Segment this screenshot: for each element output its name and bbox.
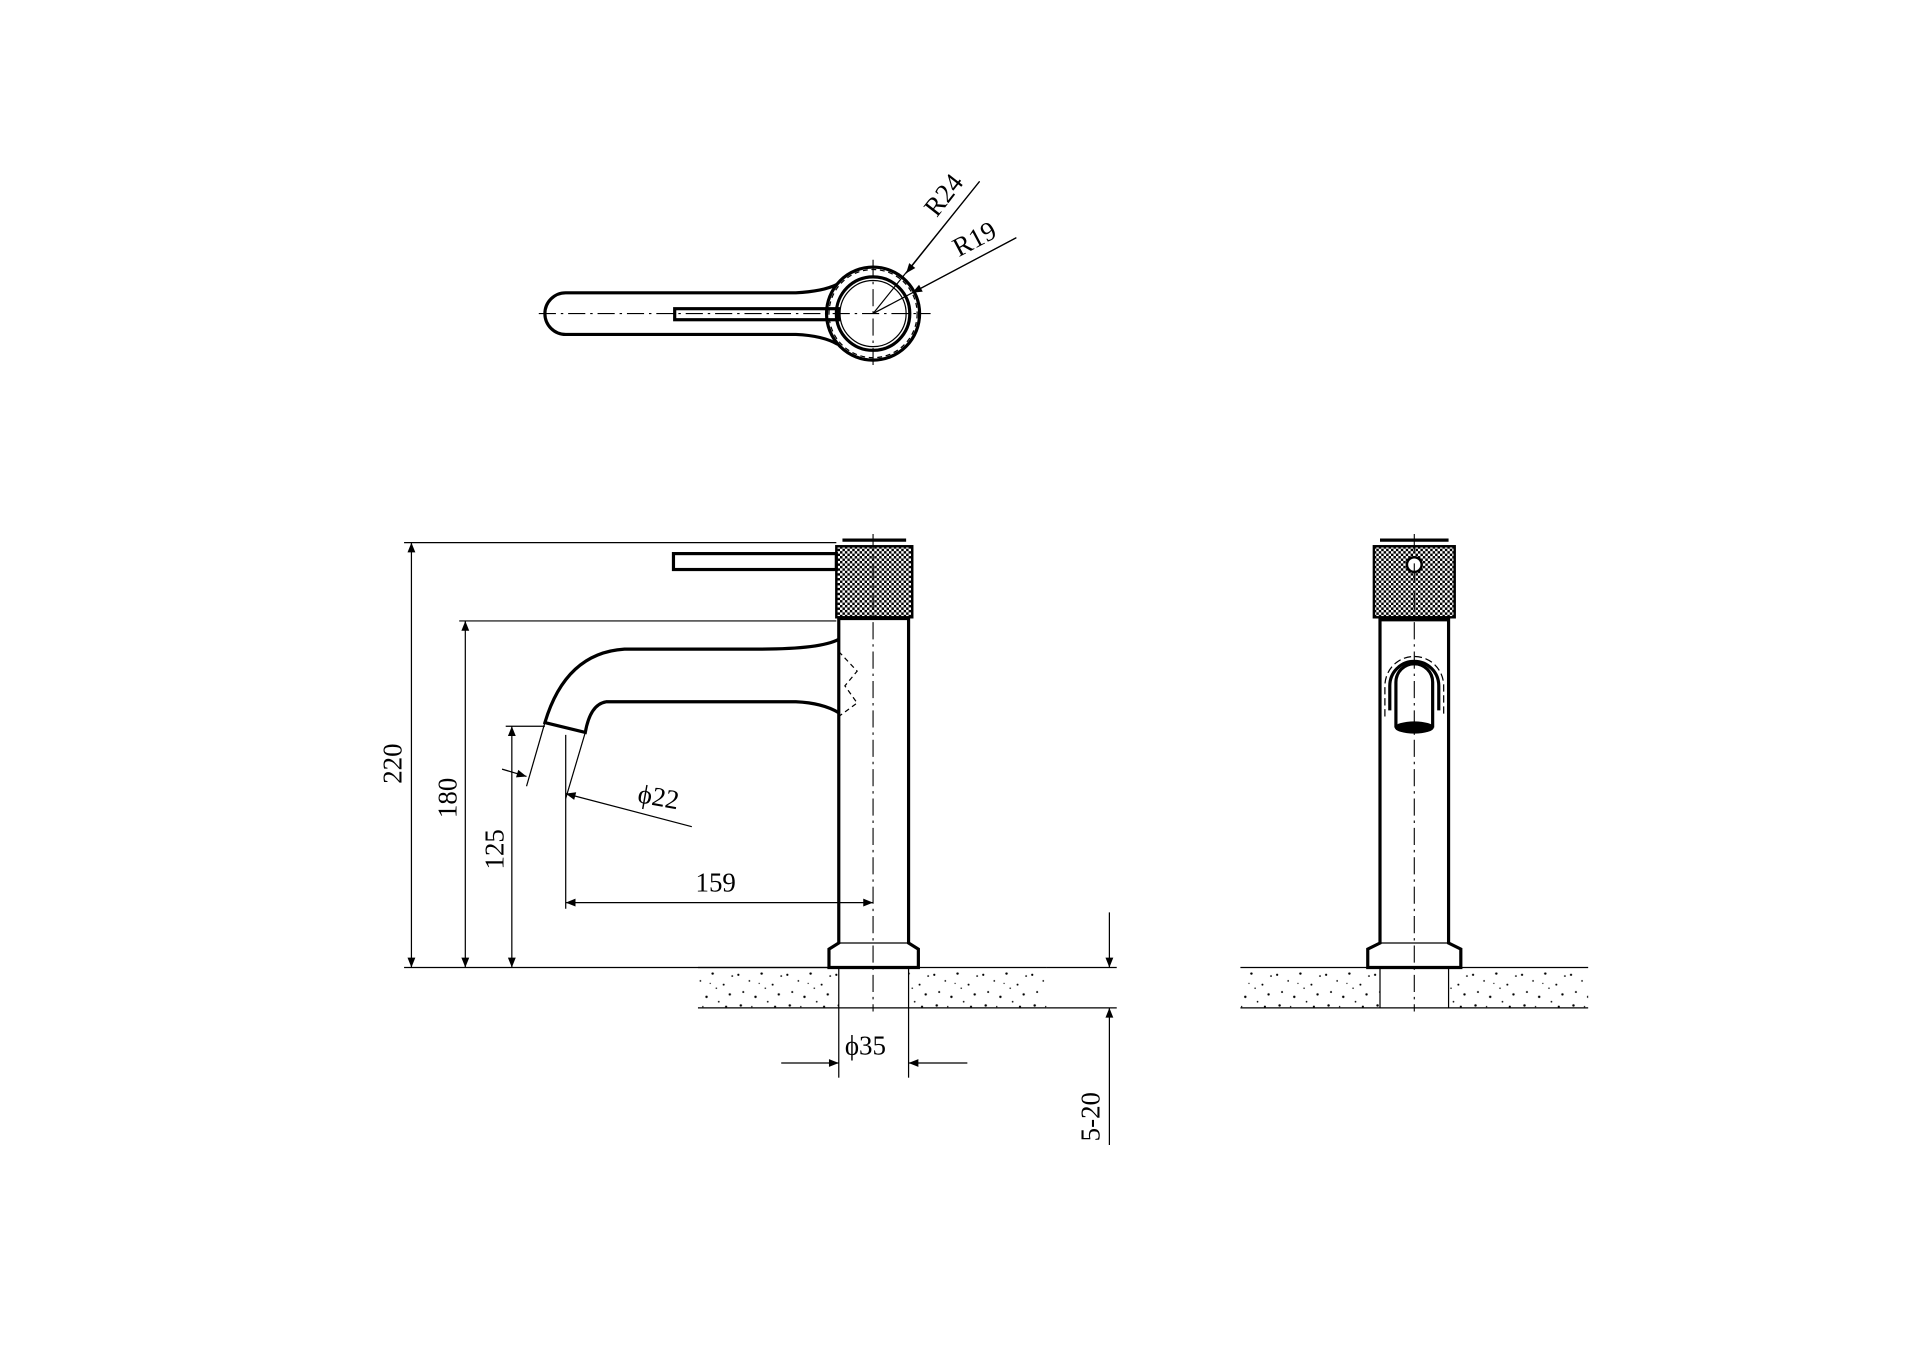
body-front (1366, 618, 1463, 970)
side-view: 220 180 125 ϕ22 159 ϕ35 5-20 (378, 534, 1117, 1146)
r24-arrow (905, 180, 981, 274)
lever-side (671, 552, 838, 572)
spout-outline (542, 637, 840, 735)
r19-arrow (911, 237, 1017, 294)
lever-slot (673, 307, 841, 322)
mounting-hole (838, 967, 909, 1008)
dim-35-label: ϕ35 (845, 1030, 886, 1060)
dim-159-label: 159 (696, 868, 736, 898)
r24-label: R24 (918, 168, 970, 222)
dim-5-20-label: 5-20 (1076, 1092, 1106, 1141)
body-outline (827, 616, 920, 970)
dim-125-label: 125 (479, 829, 509, 869)
cartridge-knurl (835, 545, 914, 619)
dim-180-label: 180 (433, 778, 463, 818)
top-view: R24 R19 (538, 168, 1017, 368)
dim-220-label: 220 (378, 743, 408, 783)
spout-joint-hidden (838, 651, 858, 717)
dim-outlet-diameter (565, 792, 692, 828)
r19-label: R19 (948, 215, 1002, 263)
lever-outline (543, 282, 839, 346)
dim-22-label: ϕ22 (636, 779, 682, 816)
front-view (1240, 534, 1589, 1012)
